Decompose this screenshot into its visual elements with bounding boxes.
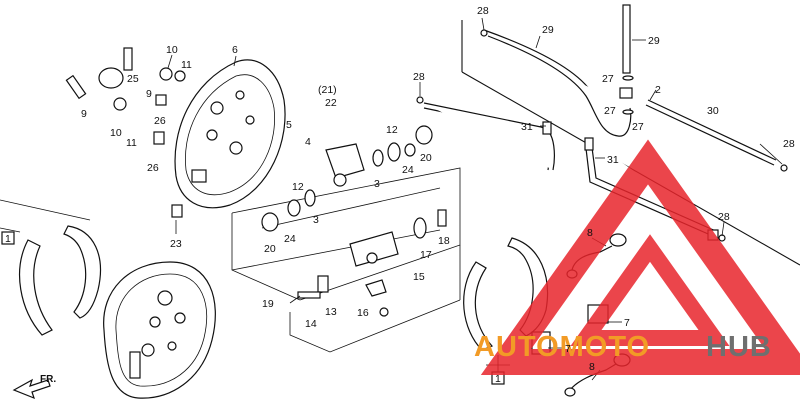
callout: 31 <box>607 154 619 166</box>
callout: 10 <box>166 44 178 56</box>
callout: 26 <box>154 115 166 127</box>
callout: 2 <box>655 84 661 96</box>
callout: 13 <box>325 306 337 318</box>
wheel-cylinder-group <box>261 125 447 317</box>
callout: 16 <box>357 307 369 319</box>
callout: 25 <box>127 73 139 85</box>
callout: 11 <box>181 59 192 71</box>
watermark-text-hub: HUB <box>706 331 772 363</box>
callout: 9 <box>81 108 87 120</box>
watermark-text-auto: AUTOMOTO <box>474 331 650 363</box>
callout: 18 <box>438 235 450 247</box>
callout: 20 <box>264 243 276 255</box>
callout: 14 <box>305 318 317 330</box>
callout: 12 <box>386 124 398 136</box>
backing-plate-top <box>174 59 286 209</box>
callout: 3 <box>313 214 319 226</box>
callout: 28 <box>783 138 795 150</box>
callout: 27 <box>602 73 614 85</box>
callout: 24 <box>402 164 414 176</box>
callout: 7 <box>565 343 571 355</box>
box-label-left: 1 <box>5 233 11 245</box>
direction-label: FR. <box>40 374 56 385</box>
callout: 27 <box>632 121 644 133</box>
brake-cables <box>423 4 777 241</box>
callout: 4 <box>305 136 311 148</box>
callout: 26 <box>147 162 159 174</box>
clips <box>416 29 788 242</box>
callout: 29 <box>648 35 660 47</box>
callout: 30 <box>707 105 719 117</box>
callout: 7 <box>624 317 630 329</box>
callout: 9 <box>146 88 152 100</box>
callout: 28 <box>413 71 425 83</box>
callout: 23 <box>170 238 182 250</box>
callout: 8 <box>587 227 593 239</box>
callout: 5 <box>286 119 292 131</box>
assembly-outline-lines <box>0 20 800 353</box>
callout: 15 <box>413 271 425 283</box>
callout: 8 <box>589 361 595 373</box>
callout: 17 <box>420 249 432 261</box>
backing-plate-bottom <box>103 261 216 399</box>
callout: 22 <box>325 97 337 109</box>
callout: 3 <box>374 178 380 190</box>
callout: 29 <box>542 24 554 36</box>
callout: 28 <box>477 5 489 17</box>
callout: 31 <box>521 121 533 133</box>
callout: 11 <box>126 137 137 149</box>
box-label-right: 1 <box>495 373 501 385</box>
callout: 20 <box>420 152 432 164</box>
callout: 10 <box>110 127 122 139</box>
front-direction-arrow: FR. <box>12 374 56 400</box>
watermark-logo: AUTOMOTO HUB <box>474 139 800 375</box>
callout: 28 <box>718 211 730 223</box>
callout: 12 <box>292 181 304 193</box>
callout: 24 <box>284 233 296 245</box>
callout: 6 <box>232 44 238 56</box>
callout: 27 <box>604 105 616 117</box>
callout: (21) <box>318 84 337 96</box>
part-callouts: 28 29 29 10 11 6 25 9 26 9 10 11 26 28 (… <box>81 5 795 373</box>
bolts-and-seals <box>65 47 186 218</box>
callout: 19 <box>262 298 274 310</box>
